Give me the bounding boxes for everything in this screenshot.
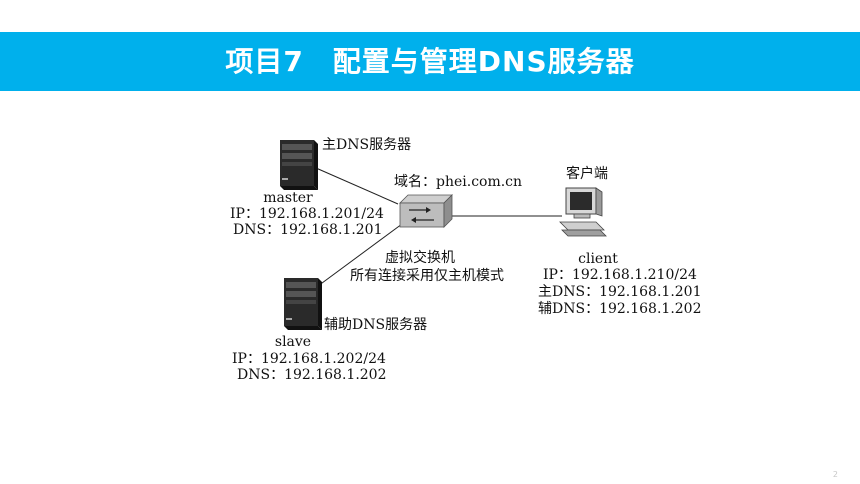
title-banner: 项目7 配置与管理DNS服务器 <box>0 32 860 91</box>
switch-mode: 所有连接采用仅主机模式 <box>350 268 504 284</box>
client-hostname: client <box>578 251 618 267</box>
slave-server-icon <box>284 278 322 330</box>
switch-name: 虚拟交换机 <box>385 250 455 266</box>
switch-icon <box>399 194 453 228</box>
master-role-label: 主DNS服务器 <box>322 137 412 153</box>
client-role-label: 客户端 <box>566 166 608 182</box>
link-master-switch <box>315 167 399 205</box>
master-hostname: master <box>263 190 313 206</box>
client-primary-dns: 主DNS：192.168.1.201 <box>538 284 702 300</box>
domain-label: 域名：phei.com.cn <box>394 174 523 190</box>
master-ip: IP：192.168.1.201/24 <box>230 206 384 222</box>
client-computer-icon <box>559 187 607 237</box>
page-number: 2 <box>832 470 838 479</box>
master-server-icon <box>280 140 318 190</box>
slave-role-label: 辅助DNS服务器 <box>324 317 428 333</box>
page-title: 项目7 配置与管理DNS服务器 <box>225 45 635 78</box>
link-slave-switch <box>317 223 403 287</box>
client-ip: IP：192.168.1.210/24 <box>543 267 697 283</box>
slave-dns: DNS：192.168.1.202 <box>237 367 387 383</box>
slave-hostname: slave <box>274 334 312 350</box>
slave-ip: IP：192.168.1.202/24 <box>232 351 386 367</box>
master-dns: DNS：192.168.1.201 <box>233 222 383 238</box>
client-secondary-dns: 辅DNS：192.168.1.202 <box>538 301 702 317</box>
